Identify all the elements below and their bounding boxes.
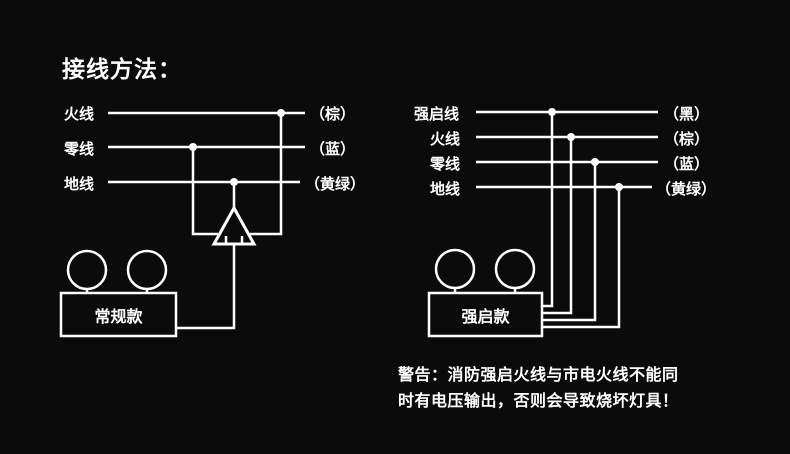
junction-dot: [230, 178, 238, 186]
right-force-drop: [542, 112, 554, 308]
left-device-box: [59, 291, 178, 338]
right-lamp-head-1: [434, 248, 476, 290]
right-box-label: 强启款: [461, 307, 510, 326]
warning-line-2: 时有电压输出，否则会导致烧坏灯具！: [398, 391, 679, 410]
left-wire-color-ground: （黄绿）: [305, 175, 366, 193]
warning-line-1: 警告：消防强启火线与市电火线不能同: [398, 365, 679, 384]
junction-dot: [277, 109, 285, 117]
left-wire-label-neutral: 零线: [64, 140, 95, 158]
page-title: 接线方法：: [62, 57, 182, 83]
left-lamp-head-1: [66, 249, 108, 291]
left-box-label: 常规款: [94, 307, 143, 326]
left-live-drop: [250, 113, 283, 236]
right-neutral-drop: [542, 162, 597, 322]
junction-dot: [615, 183, 623, 191]
right-wire-color-neutral: （蓝）: [664, 155, 710, 173]
left-neutral-drop: [191, 147, 218, 236]
junction-dot: [189, 143, 197, 151]
right-wire-label-live: 火线: [430, 130, 461, 148]
left-wire-label-ground: 地线: [64, 175, 95, 193]
plug-icon: [211, 204, 257, 246]
right-lamp-head-2: [494, 248, 536, 290]
right-wire-color-ground: （黄绿）: [656, 180, 717, 198]
left-wire-color-neutral: （蓝）: [310, 140, 356, 158]
right-wire-label-neutral: 零线: [430, 155, 461, 173]
right-ground-drop: [542, 187, 621, 329]
right-wire-color-live: （棕）: [664, 130, 710, 148]
junction-dot: [548, 108, 556, 116]
right-wire-label-ground: 地线: [430, 180, 461, 198]
right-live-drop: [542, 137, 573, 315]
junction-dot: [591, 158, 599, 166]
right-device-box: [427, 291, 544, 338]
left-wire-color-live: （棕）: [310, 105, 356, 123]
left-wire-label-live: 火线: [64, 105, 95, 123]
right-wire-label-force: 强启线: [414, 105, 460, 123]
warning-text: 警告：消防强启火线与市电火线不能同 时有电压输出，否则会导致烧坏灯具！: [398, 362, 679, 414]
left-power-cord: [176, 244, 236, 330]
junction-dot: [567, 133, 575, 141]
right-wire-color-force: （黑）: [664, 105, 710, 123]
left-lamp-head-2: [126, 249, 168, 291]
